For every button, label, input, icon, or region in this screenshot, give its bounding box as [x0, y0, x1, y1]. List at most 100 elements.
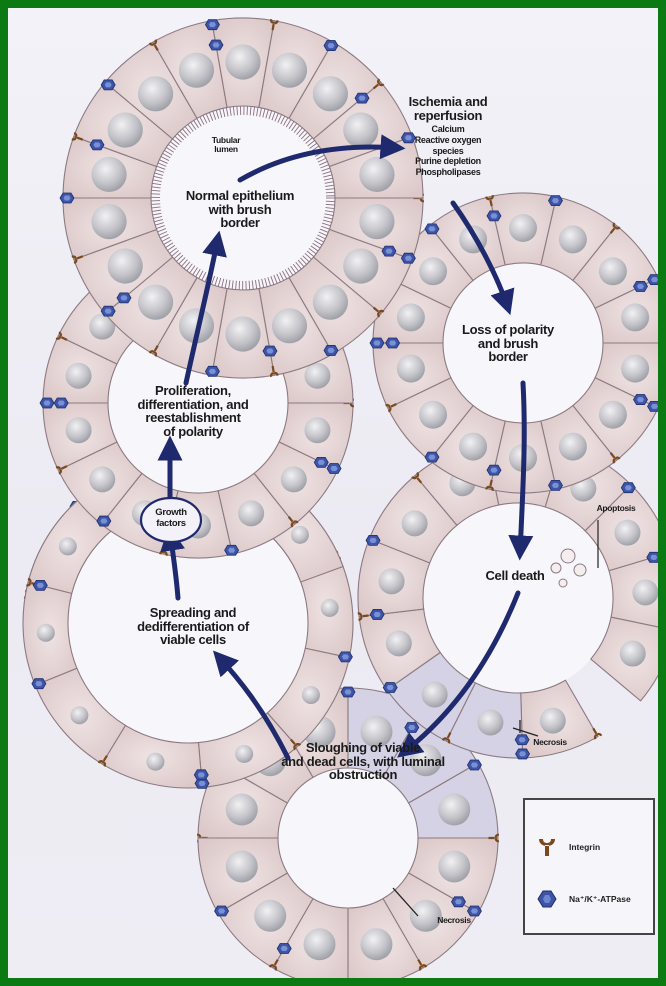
atpase-marker — [425, 224, 439, 234]
cell-nucleus — [91, 204, 126, 239]
cell-nucleus — [238, 500, 264, 526]
atpase-marker — [90, 140, 104, 150]
atpase-marker — [205, 366, 219, 376]
cell-nucleus — [225, 44, 260, 79]
atpase-marker — [621, 483, 635, 493]
atpase-marker — [405, 722, 419, 732]
cell-nucleus — [89, 466, 115, 492]
growth-factors-label: Growth factors — [146, 508, 196, 530]
legend-box: Integrin Na⁺/K⁺-ATPase — [523, 798, 655, 935]
cell-nucleus — [138, 285, 173, 320]
atpase-marker — [40, 398, 54, 408]
cell-nucleus — [37, 624, 55, 642]
apoptotic-body — [559, 579, 567, 587]
sloughing-label: Sloughing of viable and dead cells, with… — [263, 741, 463, 782]
atpase-marker — [194, 770, 208, 780]
apoptotic-body — [561, 549, 575, 563]
cell-nucleus — [599, 257, 627, 285]
cell-nucleus — [108, 248, 143, 283]
atpase-marker — [467, 760, 481, 770]
atpase-marker — [117, 293, 131, 303]
atpase-marker — [382, 246, 396, 256]
loss-of-polarity-label: Loss of polarity and brush border — [448, 323, 568, 364]
proliferation-label: Proliferation, differentiation, and rees… — [123, 384, 263, 439]
cell-nucleus — [304, 417, 330, 443]
atpase-marker — [263, 346, 277, 356]
atpase-marker — [487, 465, 501, 475]
factor-calcium: Calcium — [388, 124, 508, 135]
atpase-marker — [355, 93, 369, 103]
cell-nucleus — [70, 706, 88, 724]
atpase-marker — [548, 480, 562, 490]
cell-nucleus — [397, 355, 425, 383]
cell-nucleus — [291, 526, 309, 544]
atpase-marker — [205, 20, 219, 30]
legend-integrin-label: Integrin — [569, 842, 600, 852]
cell-nucleus — [343, 112, 378, 147]
legend-atpase-label: Na⁺/K⁺-ATPase — [569, 894, 631, 905]
cell-nucleus — [359, 204, 394, 239]
atpase-marker — [487, 211, 501, 221]
atpase-marker — [633, 395, 647, 405]
cell-nucleus — [272, 308, 307, 343]
cell-nucleus — [304, 928, 336, 960]
cell-nucleus — [304, 363, 330, 389]
cell-nucleus — [599, 401, 627, 429]
necrosis-right-label: Necrosis — [520, 738, 580, 747]
atpase-marker — [60, 193, 74, 203]
atpase-marker — [370, 338, 384, 348]
necrosis-bottom-label: Necrosis — [426, 916, 482, 925]
atpase-marker — [101, 80, 115, 90]
legend-row-integrin: Integrin — [537, 836, 600, 858]
cell-nucleus — [66, 417, 92, 443]
cell-nucleus — [386, 630, 412, 656]
atpase-marker — [209, 40, 223, 50]
spreading-label: Spreading and dedifferentiation of viabl… — [118, 606, 268, 647]
atpase-marker — [341, 687, 355, 697]
ischemia-reperfusion-label: Ischemia and reperfusion — [393, 95, 503, 122]
apoptotic-body — [574, 564, 586, 576]
cell-nucleus — [620, 641, 646, 667]
cell-nucleus — [313, 285, 348, 320]
cell-nucleus — [438, 850, 470, 882]
ischemia-factors-list: Calcium Reactive oxygen species Purine d… — [388, 124, 508, 178]
cell-death-label: Cell death — [470, 569, 560, 583]
atpase-marker — [324, 41, 338, 51]
atpase-marker — [54, 398, 68, 408]
atpase-marker — [401, 253, 415, 263]
cell-nucleus — [235, 745, 253, 763]
cell-nucleus — [108, 112, 143, 147]
legend-row-atpase: Na⁺/K⁺-ATPase — [537, 890, 631, 908]
cell-nucleus — [621, 303, 649, 331]
cell-nucleus — [540, 708, 566, 734]
atpase-marker — [452, 897, 466, 907]
atpase-marker — [516, 749, 530, 759]
atpase-marker — [633, 281, 647, 291]
cell-nucleus — [91, 157, 126, 192]
atpase-marker — [33, 580, 47, 590]
atpase-marker — [647, 552, 658, 562]
cell-nucleus — [66, 363, 92, 389]
atpase-marker — [277, 944, 291, 954]
cell-nucleus — [614, 520, 640, 546]
cell-nucleus — [138, 76, 173, 111]
cell-nucleus — [402, 510, 428, 536]
cell-nucleus — [59, 537, 77, 555]
cell-nucleus — [559, 225, 587, 253]
cell-nucleus — [419, 257, 447, 285]
atpase-marker — [101, 306, 115, 316]
apoptosis-label: Apoptosis — [588, 504, 644, 513]
cell-nucleus — [281, 466, 307, 492]
cell-nucleus — [179, 53, 214, 88]
cell-nucleus — [146, 753, 164, 771]
cell-nucleus — [419, 401, 447, 429]
atpase-marker — [225, 545, 239, 555]
factor-phospholipases: Phospholipases — [388, 167, 508, 178]
atpase-marker — [32, 679, 46, 689]
cell-nucleus — [226, 850, 258, 882]
factor-purine-depletion: Purine depletion — [388, 156, 508, 167]
cell-nucleus — [438, 794, 470, 826]
cell-nucleus — [509, 214, 537, 242]
cell-nucleus — [459, 433, 487, 461]
cell-nucleus — [632, 579, 658, 605]
